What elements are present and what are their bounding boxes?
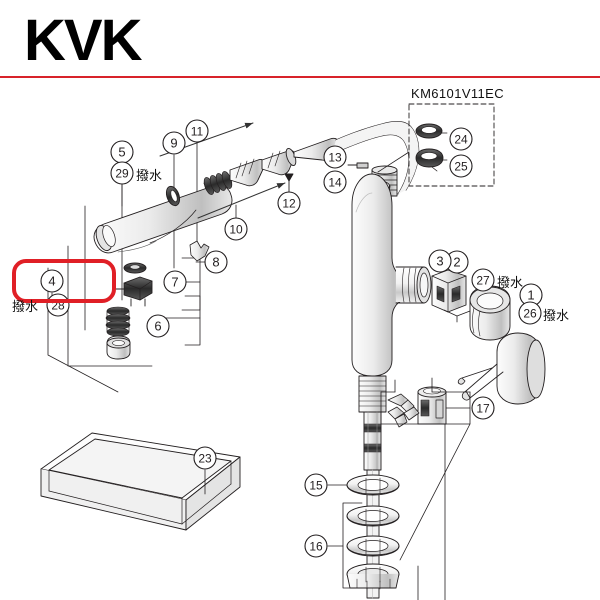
callout-8: 8	[204, 250, 228, 274]
callout-number: 16	[309, 540, 323, 554]
callout-12: 12	[277, 191, 301, 215]
callout-bubble	[204, 250, 228, 274]
callout-13: 13	[323, 145, 347, 169]
callout-10: 10	[224, 217, 248, 241]
callout-number: 23	[198, 452, 212, 466]
callout-bubble	[162, 131, 186, 155]
callout-number: 3	[436, 254, 443, 269]
callout-bubble	[193, 446, 217, 470]
model-code-label: KM6101V11EC	[411, 86, 505, 101]
callout-number: 4	[48, 274, 55, 289]
water-repellent-label-4-28: 撥水	[12, 300, 39, 315]
callout-number: 7	[171, 275, 178, 290]
callout-bubble	[518, 301, 542, 325]
callout-number: 29	[115, 167, 129, 181]
callout-number: 9	[170, 136, 177, 151]
water-repellent-label-2-27: 撥水	[497, 276, 524, 291]
callout-number: 27	[476, 274, 490, 288]
callout-6: 6	[146, 314, 170, 338]
highlight-box-callout-4	[12, 259, 116, 303]
callout-17: 17	[471, 396, 495, 420]
callout-9: 9	[162, 131, 186, 155]
callout-16: 16	[304, 534, 328, 558]
callout-number: 5	[118, 145, 125, 160]
callout-number: 8	[212, 255, 219, 270]
callout-29: 29	[110, 161, 134, 185]
callout-bubble	[304, 534, 328, 558]
water-repellent-label-1-26: 撥水	[543, 309, 570, 324]
callout-number: 13	[328, 151, 342, 165]
callout-bubble	[449, 154, 473, 178]
kvk-logo: KVK	[24, 8, 142, 73]
callout-bubble	[428, 249, 452, 273]
callout-bubble	[471, 396, 495, 420]
callout-bubble	[110, 161, 134, 185]
callout-3: 3	[428, 249, 452, 273]
callout-23: 23	[193, 446, 217, 470]
callout-number: 1	[527, 288, 534, 303]
callout-number: 2	[453, 255, 460, 270]
callout-number: 12	[282, 197, 296, 211]
callout-26: 26	[518, 301, 542, 325]
callout-bubble	[185, 119, 209, 143]
callout-11: 11	[185, 119, 209, 143]
callout-number: 11	[191, 125, 204, 139]
callout-bubble	[163, 270, 187, 294]
water-repellent-label-5-29: 撥水	[136, 169, 163, 184]
callout-number: 17	[476, 402, 490, 416]
callout-bubble	[40, 269, 64, 293]
callout-bubble	[449, 127, 473, 151]
callout-number: 26	[523, 307, 537, 321]
callout-15: 15	[304, 473, 328, 497]
callout-25: 25	[449, 154, 473, 178]
header-rule	[0, 76, 600, 78]
callout-number: 24	[454, 133, 468, 147]
callout-number: 6	[154, 319, 161, 334]
callout-bubble	[323, 145, 347, 169]
callout-24: 24	[449, 127, 473, 151]
callout-7: 7	[163, 270, 187, 294]
callout-27: 27	[471, 268, 495, 292]
callout-number: 25	[454, 160, 468, 174]
callout-number: 10	[229, 223, 243, 237]
callout-5: 5	[110, 140, 134, 164]
callout-bubble	[304, 473, 328, 497]
callout-number: 15	[309, 479, 323, 493]
callout-bubble	[277, 191, 301, 215]
callout-bubble	[146, 314, 170, 338]
callout-number: 14	[328, 176, 342, 190]
callout-bubble	[323, 170, 347, 194]
callout-14: 14	[323, 170, 347, 194]
callout-bubble	[471, 268, 495, 292]
callout-4: 4	[40, 269, 64, 293]
callout-bubble	[224, 217, 248, 241]
